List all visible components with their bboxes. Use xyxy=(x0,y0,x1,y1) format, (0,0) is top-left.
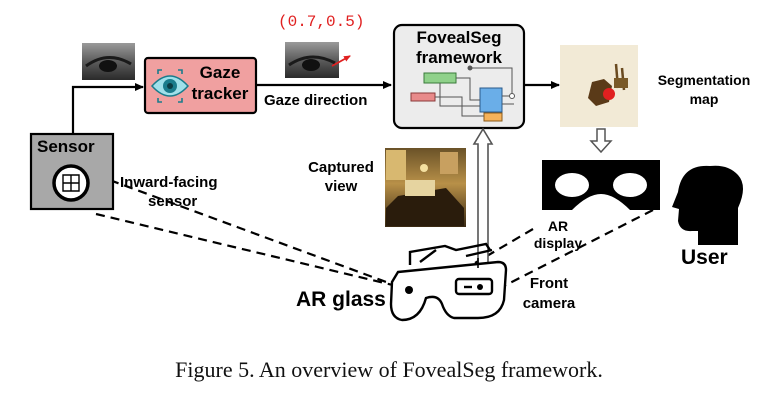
eye-image-gaze xyxy=(285,42,339,78)
front-camera-label: Front camera xyxy=(517,274,581,314)
captured-view-line2: view xyxy=(324,178,358,195)
inward-sensor-label: Inward-facing sensor xyxy=(120,173,218,211)
eye-target-icon xyxy=(150,69,190,103)
segmentation-map-label: Segmentation map xyxy=(646,71,762,109)
segmentation-map-image xyxy=(560,45,638,127)
ar-display-icon xyxy=(542,160,660,210)
eye-image-input xyxy=(82,43,135,80)
ar-glass-label: AR glass xyxy=(296,288,386,311)
map-to-display-arrow xyxy=(589,128,613,154)
segmentation-line2: map xyxy=(689,91,719,107)
gaze-tracker-line1: Gaze xyxy=(199,63,241,82)
user-label: User xyxy=(681,246,728,269)
sensor-box xyxy=(29,132,115,211)
user-head-icon xyxy=(672,165,743,245)
framework-title: FovealSeg framework xyxy=(394,28,524,68)
gaze-tracker-box xyxy=(143,56,258,115)
captured-view-image xyxy=(385,148,466,227)
framework-title-line1: FovealSeg xyxy=(416,28,502,47)
ar-display-line1: AR xyxy=(547,218,569,234)
framework-box xyxy=(392,23,526,130)
captured-view-line1: Captured xyxy=(308,159,374,176)
coordinate-label: (0.7,0.5) xyxy=(278,13,365,31)
gaze-tracker-line2: tracker xyxy=(191,84,249,103)
lens-grid-icon xyxy=(52,164,90,202)
gaze-tracker-label: Gaze tracker xyxy=(188,62,252,104)
figure-caption: Figure 5. An overview of FovealSeg frame… xyxy=(175,357,603,382)
dashed-view-lines xyxy=(95,173,654,289)
inward-sensor-line2: sensor xyxy=(148,193,198,210)
sensor-to-tracker-arrow xyxy=(71,83,144,134)
ar-display-label: AR display xyxy=(528,218,588,252)
framework-title-line2: framework xyxy=(416,48,502,67)
segmentation-line1: Segmentation xyxy=(657,72,751,88)
front-camera-line1: Front xyxy=(529,275,569,292)
sensor-label: Sensor xyxy=(37,137,95,156)
ar-glass-icon xyxy=(389,242,508,322)
gaze-vector-arrow xyxy=(331,55,351,67)
front-camera-line2: camera xyxy=(522,295,576,312)
gaze-direction-label: Gaze direction xyxy=(264,92,368,109)
ar-display-line2: display xyxy=(533,235,583,251)
block-diagram-icon xyxy=(410,65,515,122)
captured-view-label: Captured view xyxy=(308,158,374,196)
inward-sensor-line1: Inward-facing xyxy=(120,174,218,191)
